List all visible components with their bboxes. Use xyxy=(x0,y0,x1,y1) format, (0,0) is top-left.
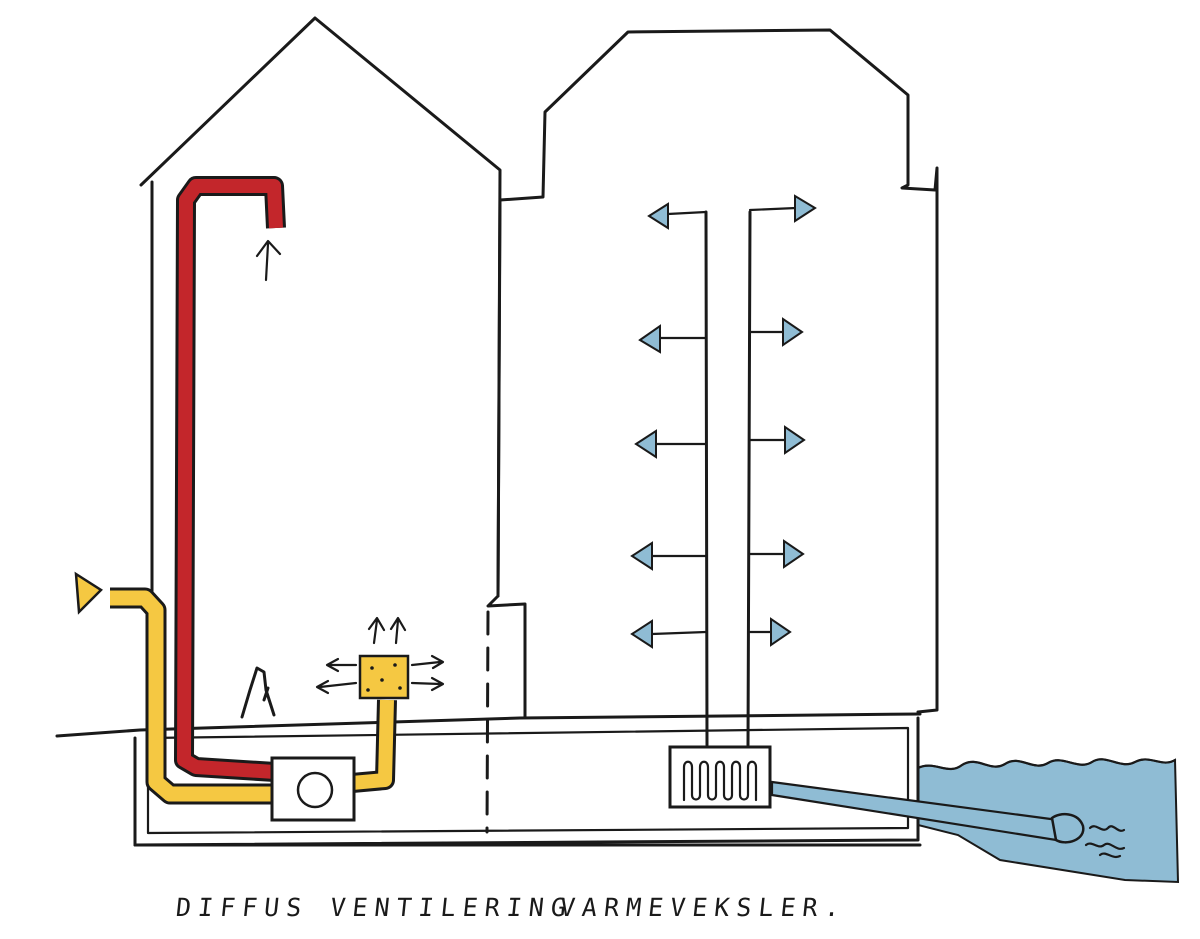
ground-line xyxy=(55,712,922,738)
diffuser-box xyxy=(358,654,410,700)
right-building-outline xyxy=(498,28,939,714)
caption-heat-exchanger: VARMEVEKSLER. xyxy=(558,893,849,922)
riser-shaft xyxy=(704,210,752,747)
exhaust-duct xyxy=(174,176,286,782)
seawater-intake-icon xyxy=(1050,812,1085,844)
person-icon xyxy=(240,666,276,719)
exhaust-arrow-icon xyxy=(255,239,282,282)
intake-inlet-icon xyxy=(74,571,103,615)
blue-arrow-icon xyxy=(630,202,708,649)
fan-circle-icon xyxy=(270,756,356,822)
building-divider xyxy=(485,610,490,834)
caption-diffuse-ventilation: DIFFUS VENTILERING xyxy=(174,893,575,922)
diffuser-air-arrows-icon xyxy=(315,616,445,695)
radiator-coil-icon xyxy=(668,745,772,809)
blue-arrow-icon xyxy=(748,194,817,647)
basement-outline xyxy=(133,716,920,847)
